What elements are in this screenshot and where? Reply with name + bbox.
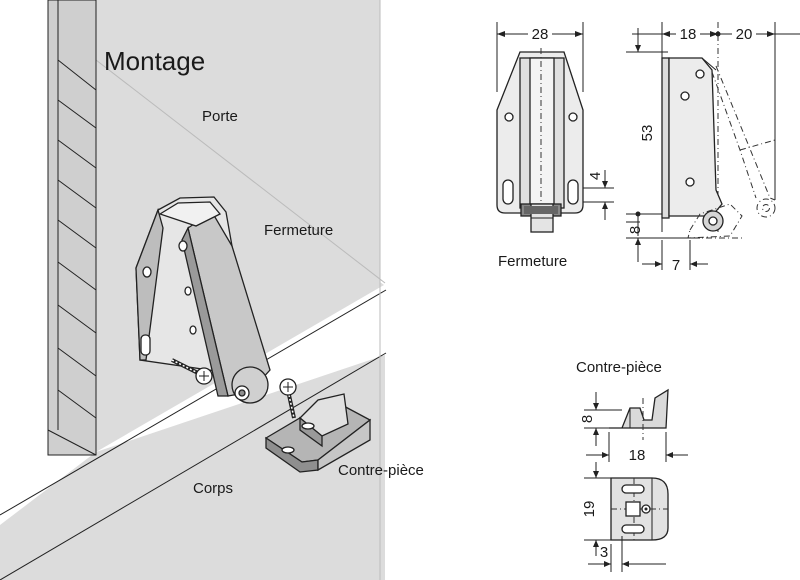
strike-side-view: Contre-pièce 8 18 [576, 359, 688, 464]
latch-illustration [135, 196, 271, 404]
dim-bottom-offset: 8 [627, 226, 644, 234]
latch-side-view: 18 20 53 8 [626, 22, 800, 274]
dim-strike-width: 19 [581, 501, 598, 518]
dim-strike-height: 8 [579, 415, 596, 423]
label-contre-piece-drawing: Contre-pièce [576, 359, 662, 376]
label-fermeture-drawing: Fermeture [498, 253, 567, 270]
dim-width: 28 [532, 26, 549, 43]
label-corps: Corps [193, 480, 233, 497]
dim-offset-right: 20 [736, 26, 753, 43]
dim-hole-offset: 3 [600, 544, 608, 561]
mounting-scene: Montage Porte Fermeture Corps Contre-piè… [0, 0, 424, 580]
title-montage: Montage [104, 46, 205, 76]
screw-icon [279, 378, 297, 419]
dim-strike-length: 18 [629, 447, 646, 464]
door-edge [47, 0, 97, 456]
dim-height: 53 [639, 125, 656, 142]
strike-top-view: 19 3 [581, 462, 669, 572]
dim-roller-offset: 7 [672, 257, 680, 274]
door-panel [96, 0, 380, 285]
strike-illustration [264, 393, 372, 473]
latch-front-view: 28 4 Fermeture [496, 22, 614, 270]
dim-slot-offset: 4 [587, 172, 604, 180]
label-contre-piece: Contre-pièce [338, 462, 424, 479]
label-porte: Porte [202, 108, 238, 125]
screw-icon [171, 358, 213, 385]
label-fermeture: Fermeture [264, 222, 333, 239]
dim-offset-left: 18 [680, 26, 697, 43]
